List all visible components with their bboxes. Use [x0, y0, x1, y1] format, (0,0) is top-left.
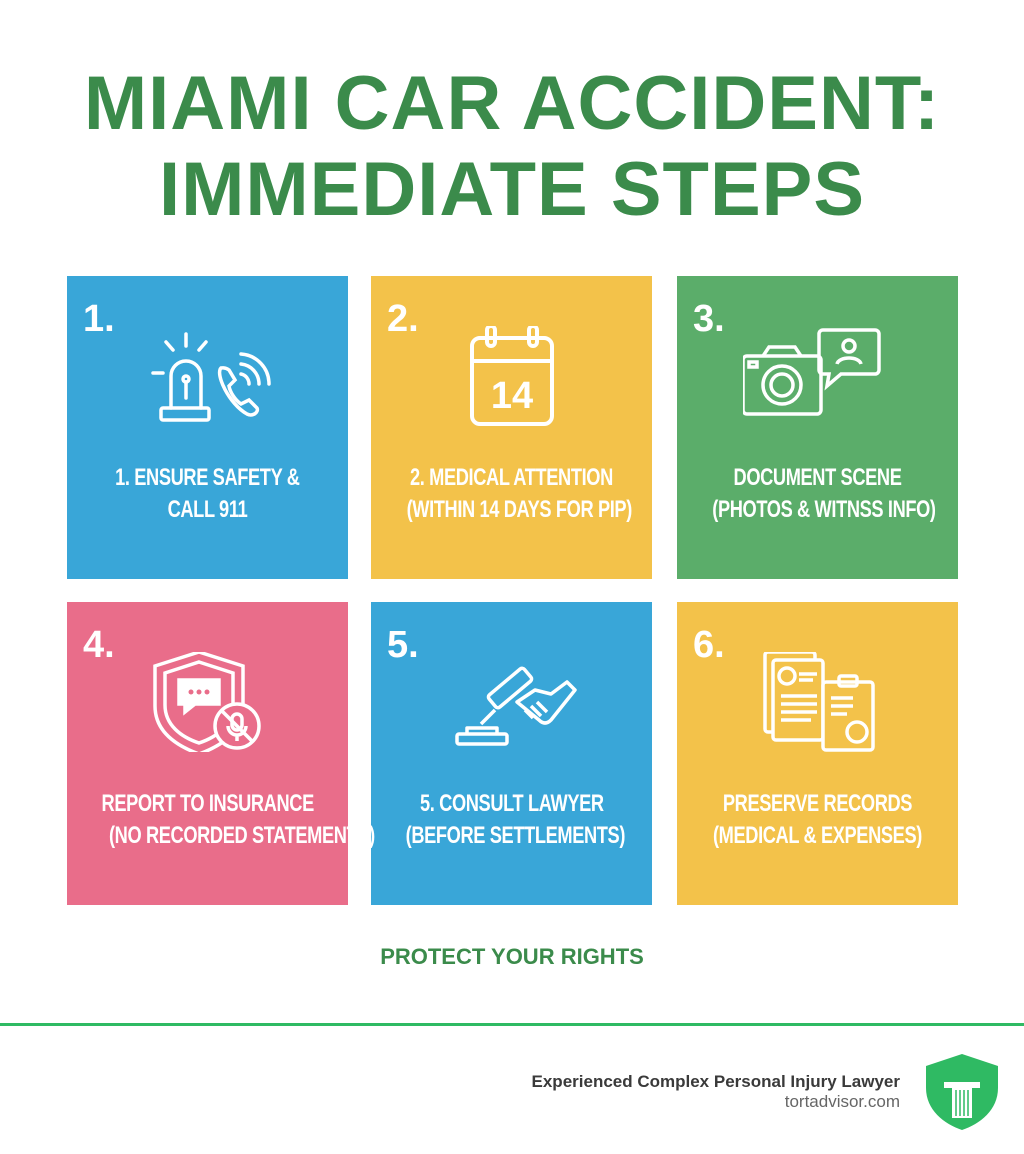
step-number: 5.: [387, 624, 419, 666]
step-card-1: 1. 1. ENSURE SAFETY &CALL 911: [67, 276, 348, 579]
step-number: 1.: [83, 298, 115, 340]
step-card-3: 3. DOCUMENT SCENE(PHOTOS & WITNSS INFO): [677, 276, 958, 579]
step-label: 2. MEDICAL ATTENTION(WITHIN 14 DAYS FOR …: [406, 464, 633, 523]
step-number: 6.: [693, 624, 725, 666]
step-card-6: 6. PRESERVE RECORDS(MEDICAL & EXPENSES): [677, 602, 958, 905]
step-label: DOCUMENT SCENE(PHOTOS & WITNSS INFO): [712, 464, 936, 523]
step-label: PRESERVE RECORDS(MEDICAL & EXPENSES): [713, 790, 922, 849]
camera-witness-icon: [742, 328, 881, 416]
step-label: 5. CONSULT LAWYER(BEFORE SETTLEMENTS): [405, 790, 626, 849]
documents-icon: [762, 652, 875, 752]
step-label: REPORT TO INSURANCE(NO RECORDED STATEMEN…: [101, 790, 375, 849]
step-number: 4.: [83, 624, 115, 666]
footer-tagline: Experienced Complex Personal Injury Lawy…: [531, 1072, 900, 1091]
step-number: 3.: [693, 298, 725, 340]
title-line-2: IMMEDIATE STEPS: [158, 147, 866, 232]
svg-text:14: 14: [490, 375, 532, 417]
step-card-5: 5. 5. CONSULT LAWYER(BEFORE SETTLEMENTS): [371, 602, 652, 905]
shield-no-recording-icon: [152, 652, 261, 752]
shield-column-logo: [926, 1054, 998, 1130]
step-number: 2.: [387, 298, 419, 340]
title-line-1: MIAMI CAR ACCIDENT:: [83, 61, 941, 146]
tagline: PROTECT YOUR RIGHTS: [380, 944, 644, 969]
step-card-2: 2. 14 2. MEDICAL ATTENTION(WITHIN 14 DAY…: [371, 276, 652, 579]
footer-divider: [0, 1023, 1024, 1026]
step-card-4: 4. REPORT TO INSURANCE(NO RECORDED STATE…: [67, 602, 375, 905]
calendar-icon: 14: [469, 326, 554, 426]
siren-phone-icon: [150, 332, 271, 422]
footer-website[interactable]: tortadvisor.com: [784, 1092, 900, 1111]
step-label: 1. ENSURE SAFETY &CALL 911: [115, 464, 300, 523]
gavel-handshake-icon: [454, 666, 577, 746]
